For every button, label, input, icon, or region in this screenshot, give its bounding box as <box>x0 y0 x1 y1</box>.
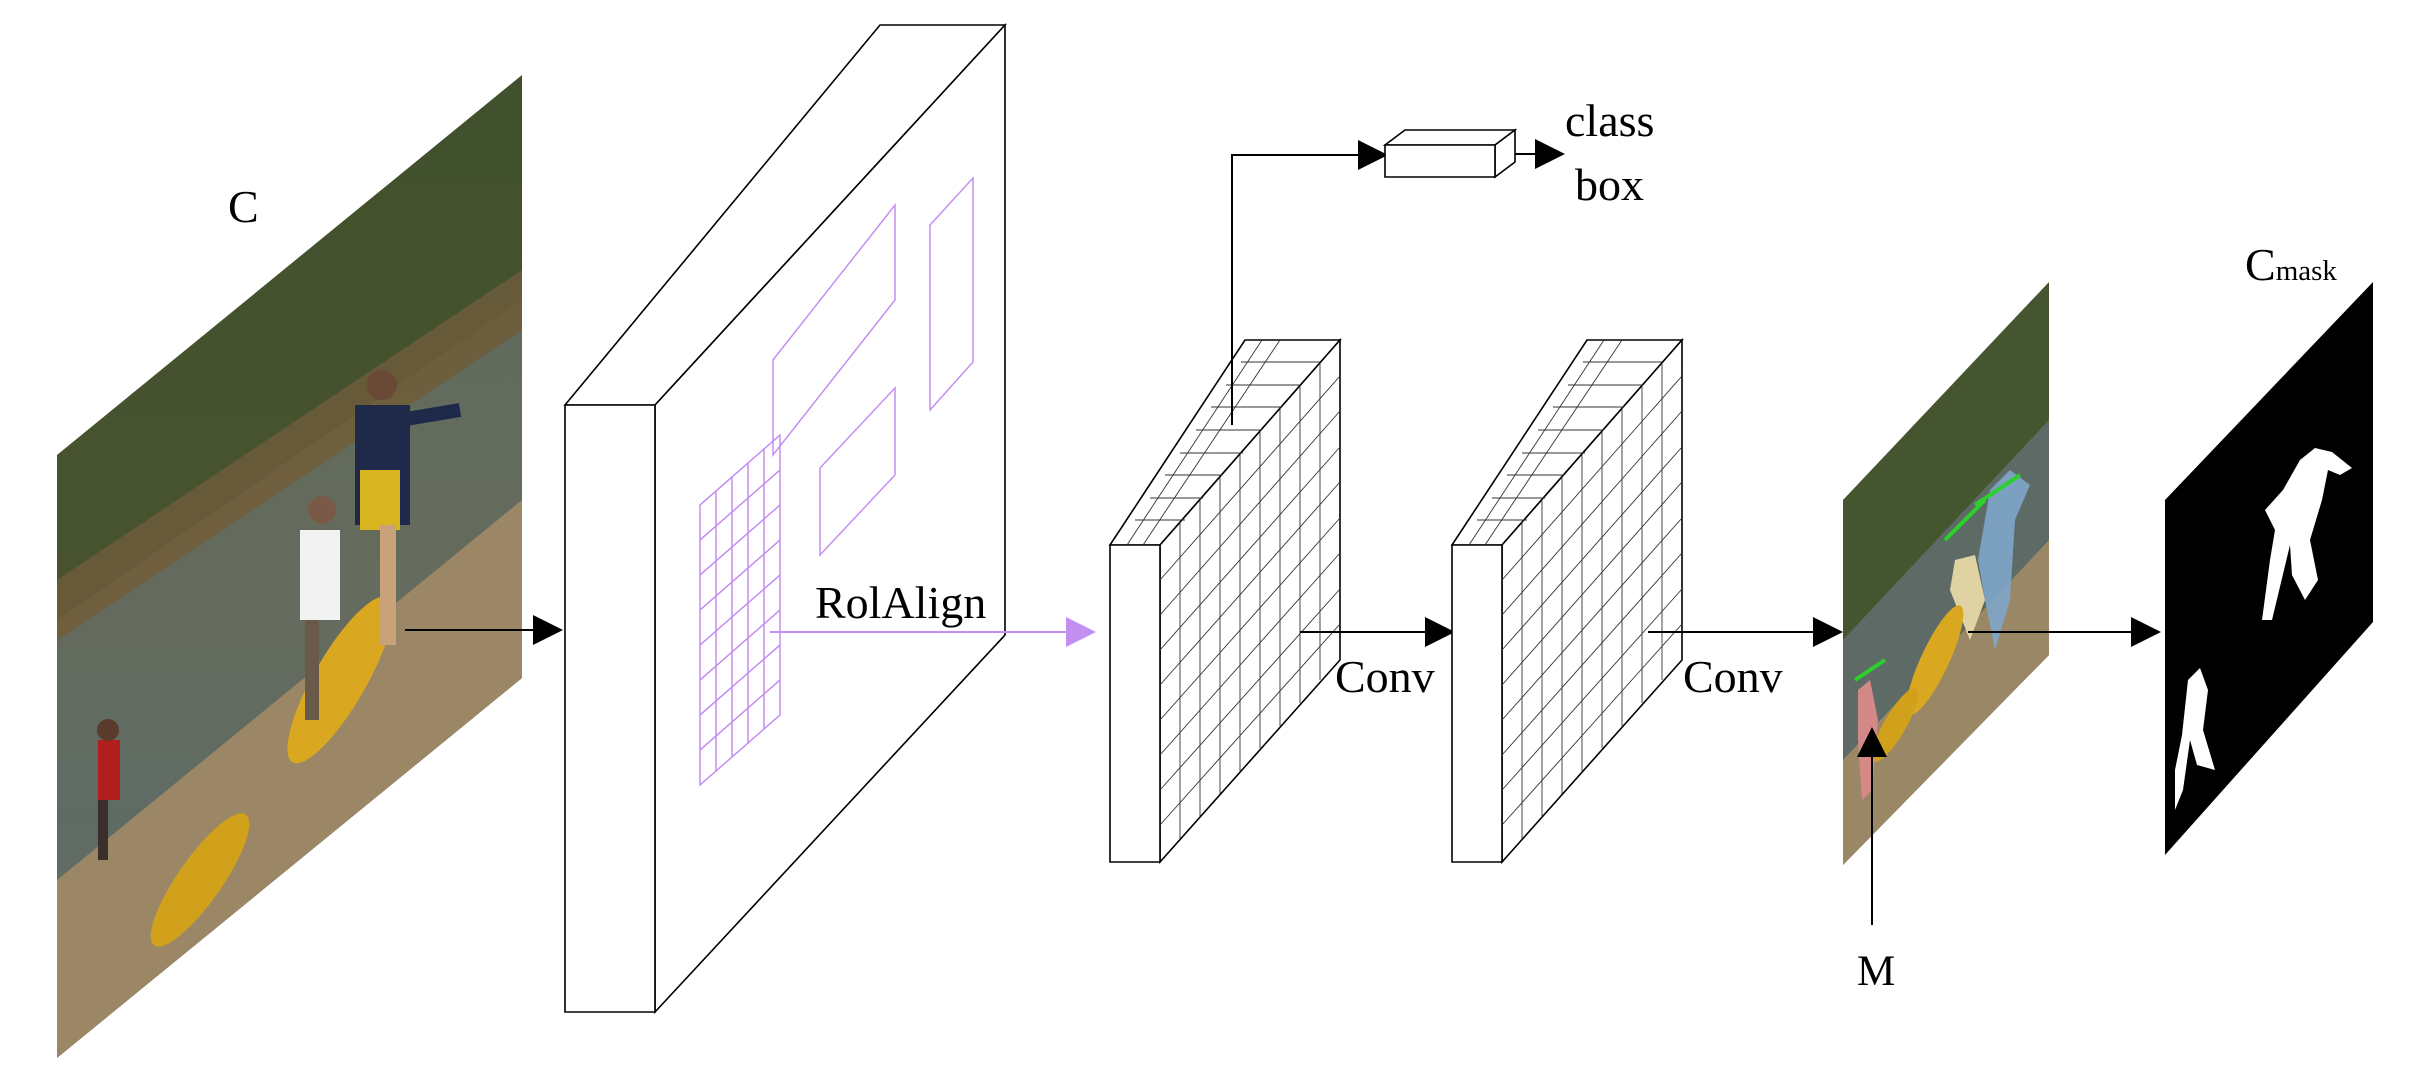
roi-grid <box>699 433 781 787</box>
cmask-subscript: mask <box>2276 255 2338 287</box>
cmask-main: C <box>2245 239 2276 290</box>
output-image <box>1843 282 2049 865</box>
input-image <box>57 75 522 1058</box>
roialign-label: RolAlign <box>815 577 986 628</box>
conv-block-2-grid <box>1468 339 1683 839</box>
conv-block-1 <box>1108 337 1342 865</box>
mask-image <box>2165 282 2373 855</box>
class-label: class <box>1565 95 1654 146</box>
box-label: box <box>1575 159 1644 210</box>
cmask-label: Cmask <box>2245 239 2337 290</box>
m-label: M <box>1857 948 1895 995</box>
arrow-to-class-box <box>1231 140 1388 425</box>
feature-map <box>563 22 1007 1015</box>
input-label: C <box>228 181 259 232</box>
conv-block-1-grid <box>1126 339 1341 839</box>
roi-proposals <box>699 176 974 787</box>
fc-box <box>1382 128 1518 179</box>
conv-block-2 <box>1450 337 1684 865</box>
conv1-label: Conv <box>1335 651 1435 702</box>
conv2-label: Conv <box>1683 651 1783 702</box>
